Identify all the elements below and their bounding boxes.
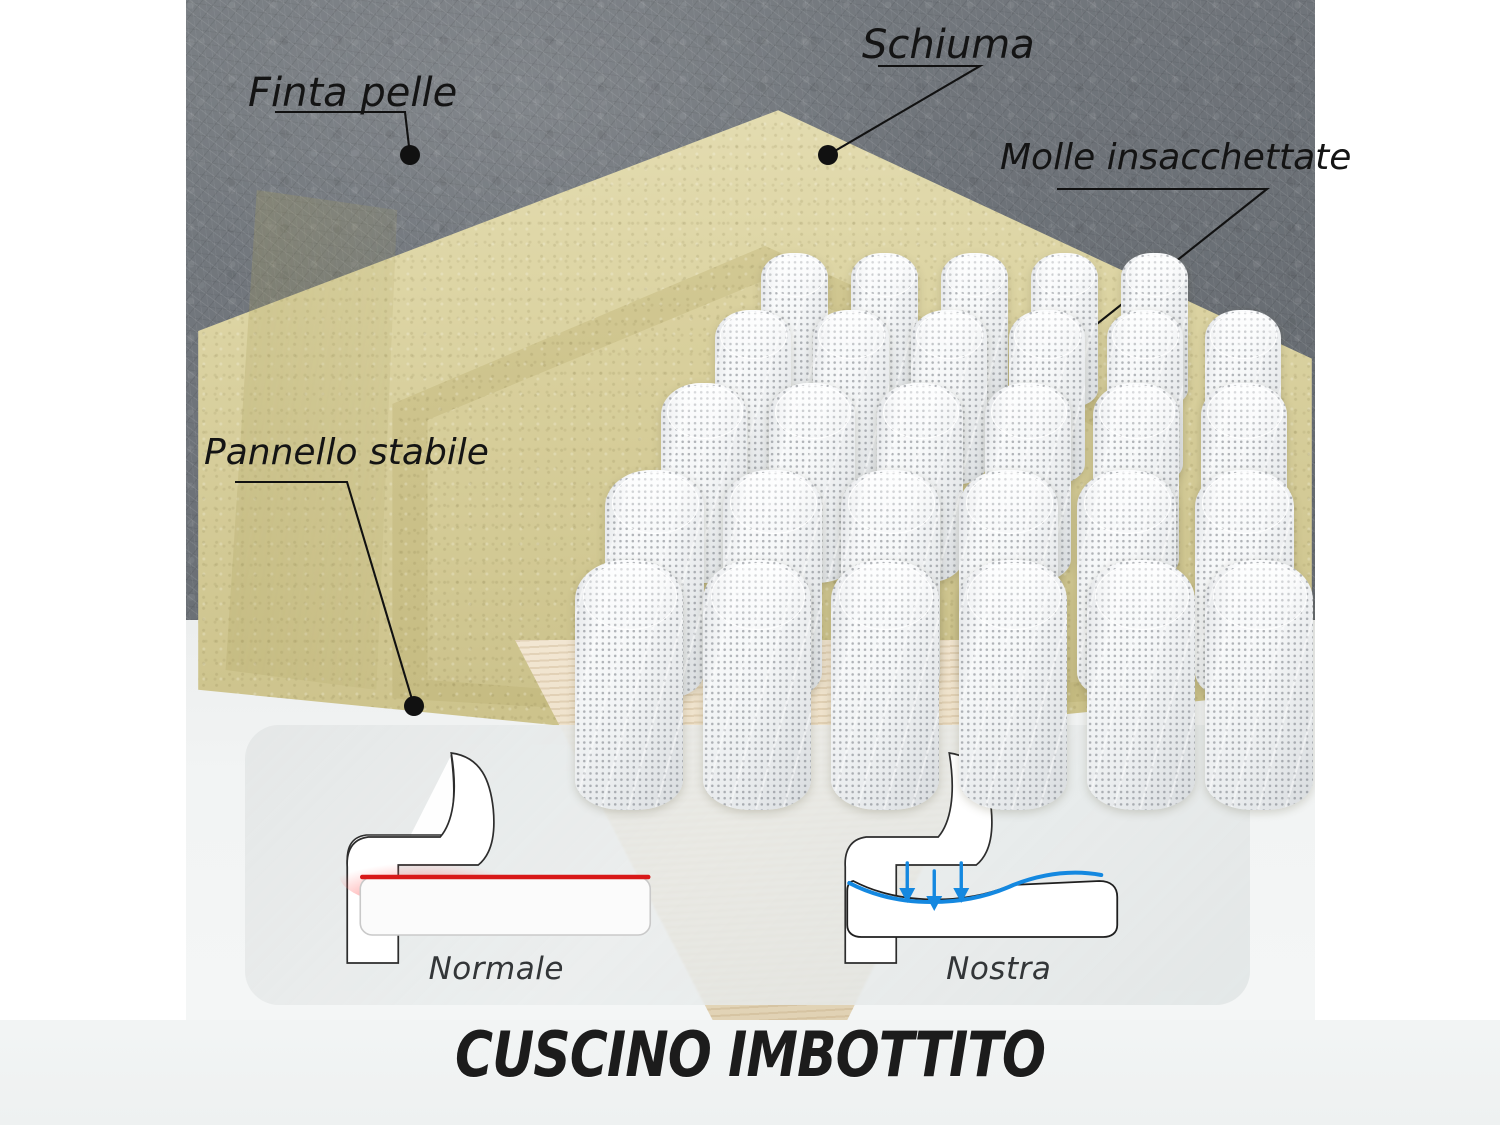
callout-label-finta-pelle: Finta pelle [248,70,458,116]
callout-label-molle-insacchettate: Molle insacchettate [1000,137,1352,178]
spring-cap [710,562,806,630]
spring-cap [729,472,818,535]
nostra-label: Nostra [946,951,1052,987]
spring-cap [582,562,678,630]
spring-cap [1125,254,1186,297]
right-margin [1315,0,1500,1020]
spring-cap [1210,311,1278,360]
spring-cap [1207,385,1284,439]
spring-cap [1201,472,1290,535]
spring-cap [883,385,960,439]
spring-cap [1212,562,1308,630]
spring-cap [965,472,1054,535]
spring-cap [1099,385,1176,439]
spring-cap [1014,311,1082,360]
spring-cap [667,385,744,439]
callout-label-pannello-stabile: Pannello stabile [204,432,489,473]
spring-cap [1094,562,1190,630]
pocket-spring [1087,560,1195,810]
normale-label: Normale [428,951,564,987]
spring-cap [991,385,1068,439]
pocket-spring [1205,560,1313,810]
pressure-arrows-group [898,861,969,911]
spring-cap [1083,472,1172,535]
left-margin [0,0,186,1020]
spring-cap [720,311,788,360]
spring-cap [847,472,936,535]
spring-cap [775,385,852,439]
page-title: CUSCINO IMBOTTITO [454,1018,1046,1091]
pocket-spring [831,560,939,810]
spring-cap [966,562,1062,630]
spring-cap [765,254,826,297]
comparison-normale: Normale [245,725,748,1005]
spring-cap [1112,311,1180,360]
pocket-spring [959,560,1067,810]
spring-cap [916,311,984,360]
spring-cap [1035,254,1096,297]
callout-label-schiuma: Schiuma [862,22,1035,68]
normale-diagram [339,752,652,964]
headline-background [0,1000,1500,1125]
spring-cap [838,562,934,630]
spring-cap [611,472,700,535]
pocket-spring [703,560,811,810]
spring-cap [945,254,1006,297]
spring-cap [855,254,916,297]
spring-cap [818,311,886,360]
pocket-spring [575,560,683,810]
